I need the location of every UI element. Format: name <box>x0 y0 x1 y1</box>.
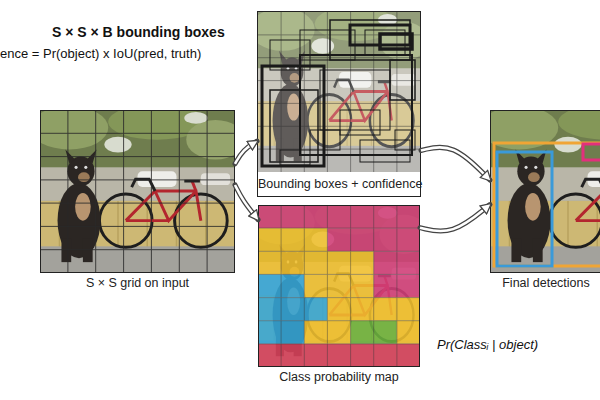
candidate-boxes <box>395 130 415 150</box>
detection-image <box>490 110 600 273</box>
input-image <box>30 104 245 273</box>
grid-lines <box>258 205 420 367</box>
formula-text: ence = Pr(object) x IoU(pred, truth) <box>0 46 201 61</box>
class-map-panel: Class probability map <box>258 205 420 367</box>
panel-caption: Final detections <box>491 276 600 290</box>
grid-lines <box>40 110 235 273</box>
candidate-boxes <box>280 150 310 165</box>
bounding-box-image <box>250 6 428 196</box>
arrow-outline <box>235 185 258 220</box>
arrow-outline <box>420 205 490 232</box>
car-box <box>583 144 600 160</box>
bounding-box-image <box>250 6 428 172</box>
candidate-boxes <box>390 60 415 100</box>
flow-arrow <box>420 205 490 232</box>
candidate-boxes <box>320 70 390 130</box>
bounding-box-panel: Bounding boxes + confidence <box>257 11 421 197</box>
class-probability-map <box>250 199 428 367</box>
flow-arrow <box>421 147 490 180</box>
grid-lines <box>258 12 420 172</box>
bike-box <box>494 143 600 266</box>
arrow-outline <box>421 147 490 180</box>
flow-arrow <box>235 185 258 220</box>
candidate-boxes <box>270 90 318 162</box>
input-panel: S × S grid on input <box>40 110 235 273</box>
panel-caption: S × S grid on input <box>41 276 234 290</box>
formula-heading: S × S × B bounding boxes <box>52 24 225 40</box>
candidate-boxes <box>360 140 410 162</box>
arrow-body <box>235 141 257 164</box>
candidate-boxes <box>330 20 410 60</box>
caption-band <box>258 172 420 196</box>
detection-panel: Final detections <box>490 110 600 273</box>
detection-image <box>490 110 600 273</box>
candidate-boxes <box>310 130 340 150</box>
arrow-outline <box>235 141 257 164</box>
arrow-body <box>235 185 258 220</box>
candidate-boxes <box>270 40 310 70</box>
formula-text: Pr(Classᵢ | object) <box>437 337 538 352</box>
dog-box <box>497 152 552 266</box>
candidate-boxes <box>380 34 412 49</box>
panel-caption: Bounding boxes + confidence <box>258 177 420 191</box>
class-probability-map <box>250 199 428 367</box>
bounding-box-image <box>258 12 420 172</box>
candidate-boxes <box>340 110 380 135</box>
candidate-boxes <box>262 20 415 166</box>
arrow-body <box>421 147 490 180</box>
candidate-boxes <box>262 66 324 166</box>
candidate-boxes <box>300 30 355 60</box>
flow-arrow <box>235 141 257 164</box>
input-image <box>30 104 245 273</box>
arrow-body <box>420 205 490 232</box>
panel-caption: Class probability map <box>259 370 419 384</box>
